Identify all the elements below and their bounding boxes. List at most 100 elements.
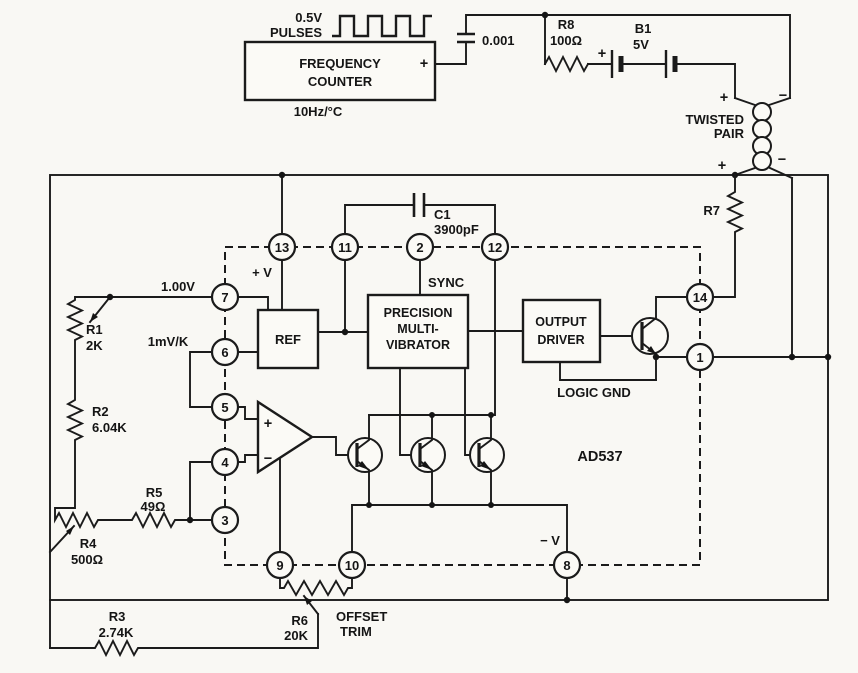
twist-loop [752,102,772,122]
r1-name: R1 [86,322,103,337]
pin-5: 5 [210,392,240,422]
pulse-waveform-icon [332,14,432,38]
b1-name: B1 [635,21,652,36]
supply-section: 0.001 R8 100Ω + B1 5V [434,11,791,99]
twist-loop [752,119,772,139]
b1-value: 5V [633,37,649,52]
transistor-q3 [469,414,505,506]
tempco-label: 1mV/K [148,334,189,349]
opamp-triangle [256,399,315,475]
emitter-arrow-icon [421,461,432,470]
r3-value: 2.74K [99,625,134,640]
battery-plus-sign: + [598,46,606,62]
ref-block-box [256,308,320,370]
pin4-drop-wire [189,461,213,521]
pin-1: 1 [685,342,715,372]
ad537-package: C1 3900pF SYNC + V − V REF PRECISION MUL… [224,193,701,566]
left-chain-wires-r1-r2-r4-r5 [54,296,213,530]
junction-dot [429,412,435,418]
junction-dot [824,353,832,361]
junction-dot [652,353,660,361]
coupling-capacitor-value: 0.001 [482,33,515,48]
emitter-arrow-icon [480,461,491,470]
emitter-arrow-icon [358,461,369,470]
logic-gnd-wire [559,361,657,381]
twisted-pair-section: TWISTED PAIR + − + − [686,88,794,358]
collector-rail [368,259,496,416]
junction-dot [488,412,494,418]
twisted-bottom-plus: + [718,158,726,174]
opamp-wires [237,406,358,463]
junction-dot [366,502,372,508]
junction-dot [541,11,549,19]
junction-dot [563,596,571,604]
logic-gnd-label: LOGIC GND [557,385,631,400]
left-resistor-chain: 1.00V R1 2K R2 6.04K R4 500Ω R5 49Ω 1mV/… [48,279,213,567]
r5-value: 49Ω [141,499,166,514]
c1-wires [344,204,496,235]
battery-short-plates [618,56,678,72]
transistor-q1 [347,414,383,506]
output-transistor [631,296,688,381]
multivibrator-label-line3: VIBRATOR [386,338,450,352]
ic-pins: 13 11 2 12 7 6 5 4 3 9 10 8 14 1 [210,232,715,580]
pulses-label-line2: PULSES [270,25,322,40]
twist-loop [752,151,772,171]
r3-name: R3 [109,609,126,624]
pin-13: 13 [267,232,297,262]
pin-5-number: 5 [221,400,228,415]
c1-value: 3900pF [434,222,479,237]
junction-dot [429,502,435,508]
pin-3-number: 3 [221,513,228,528]
r1-wiper-arrow-icon [90,313,98,322]
c1-capacitor-symbol [412,193,426,217]
pin-13-number: 13 [275,240,289,255]
supply-wires [434,14,791,99]
twisted-pair-label-line1: TWISTED [686,112,745,127]
pin6-pin5-link-wire [189,351,213,408]
counter-rate-label: 10Hz/°C [294,104,343,119]
r4-wiper-arrow-icon [66,526,74,535]
transistor-q2 [410,414,446,506]
output-driver-block-box [521,298,602,364]
pulses-label-line1: 0.5V [295,10,322,25]
pin-12-number: 12 [488,240,502,255]
r4-name: R4 [80,536,97,551]
emitter-arrow-icon [647,346,656,354]
junction-dot [186,516,194,524]
r5-name: R5 [146,485,163,500]
junction-dot [788,353,796,361]
outer-loop [49,171,832,649]
r7-name: R7 [703,203,720,218]
r6-potentiometer-symbol [279,577,353,597]
emitter-rail [351,504,568,553]
pin-6-number: 6 [221,345,228,360]
r6-name: R6 [291,613,308,628]
junction-dot [341,328,349,336]
r6-value: 20K [284,628,308,643]
r1-value: 2K [86,338,103,353]
frequency-counter-label-line1: FREQUENCY [299,56,381,71]
sync-label: SYNC [428,275,465,290]
pin-1-number: 1 [696,350,703,365]
opamp-minus-input: − [264,451,272,467]
outer-wire-rectangle [49,174,829,601]
twisted-top-plus: + [720,90,728,106]
ic-part-number: AD537 [577,449,622,465]
offset-trim-section: R3 2.74K R6 20K OFFSET TRIM [49,577,387,658]
junction-dot [106,293,114,301]
offset-trim-label-line2: TRIM [340,624,372,639]
pin-2-number: 2 [416,240,423,255]
twisted-pair-wires [733,96,794,358]
pin-3: 3 [210,505,240,535]
junction-dot [488,502,494,508]
pin-12: 12 [480,232,510,262]
opamp-plus-input: + [264,416,272,432]
pin-14-number: 14 [693,290,708,305]
pin-4-number: 4 [221,455,229,470]
frequency-counter-label-line2: COUNTER [308,74,373,89]
ic-boundary-dashed-box [224,246,701,566]
r7-resistor-symbol [712,174,745,298]
